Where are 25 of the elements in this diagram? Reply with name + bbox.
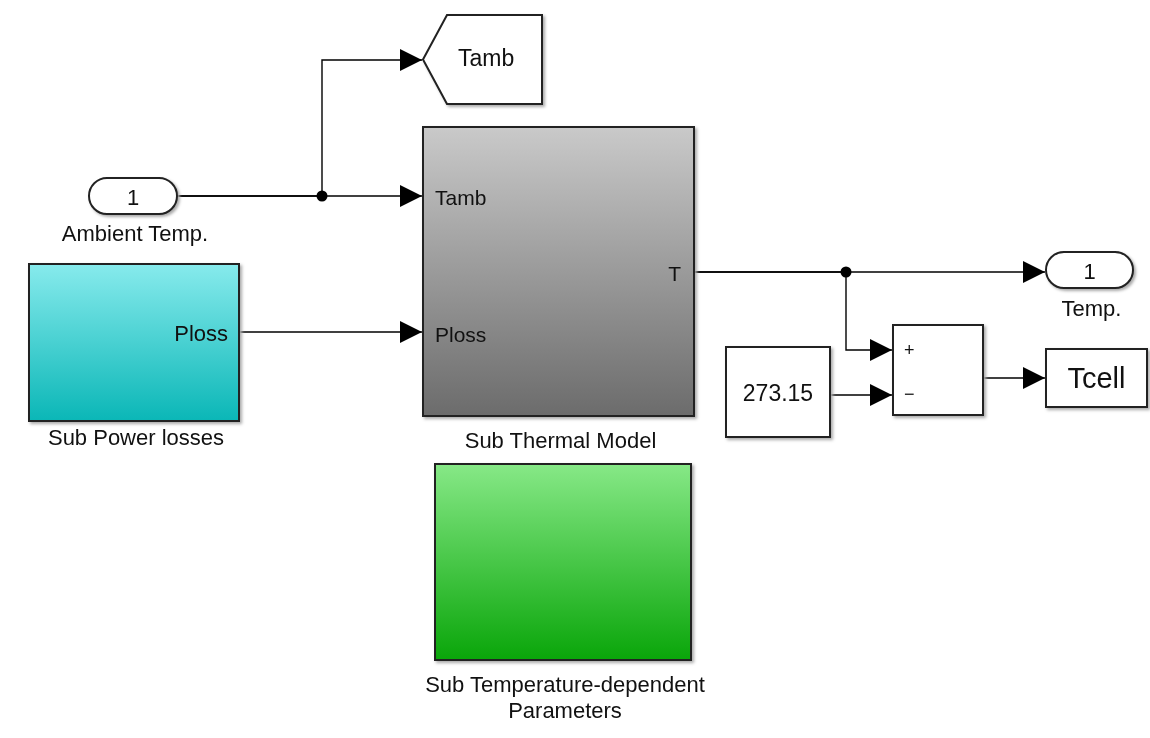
signal-arrow <box>239 321 423 343</box>
goto-tag-block <box>422 14 543 105</box>
block-name: Sub Temperature-dependent Parameters <box>424 672 706 725</box>
block-label: Tamb <box>458 47 515 70</box>
block-name: Temp. <box>1060 296 1123 323</box>
signal-arrow <box>830 384 893 406</box>
signal-arrow <box>177 49 423 197</box>
block-label: 273.15 <box>741 382 815 405</box>
port-label: − <box>904 385 915 403</box>
block-label: Tcell <box>1066 364 1127 393</box>
signal-arrow <box>983 367 1046 389</box>
block-label: 1 <box>125 187 141 209</box>
block-name: Sub Power losses <box>46 425 226 452</box>
port-label: Tamb <box>435 187 487 208</box>
signal-arrow <box>694 271 893 361</box>
block-name: Ambient Temp. <box>60 221 210 248</box>
port-label: T <box>668 263 681 284</box>
port-label: + <box>904 341 915 359</box>
constant-block <box>725 346 831 438</box>
block-name: Sub Thermal Model <box>463 428 658 455</box>
sum-block <box>892 324 984 416</box>
port-label: Ploss <box>174 323 228 345</box>
goto-tag-block <box>1045 348 1148 408</box>
port-label: Ploss <box>435 324 487 345</box>
block-label: 1 <box>1082 261 1097 283</box>
